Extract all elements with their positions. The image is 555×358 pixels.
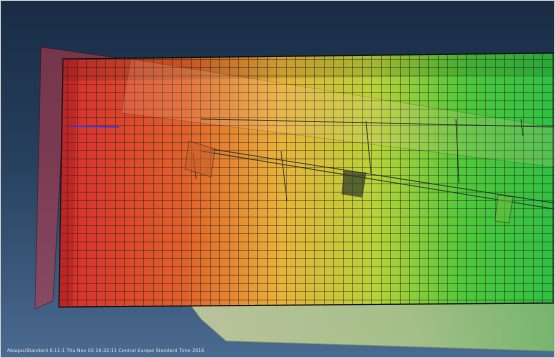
status-bar-text: Abaqus/Standard 6.11-1 Thu Nov 03 16:32:…: [7, 349, 205, 354]
end-plate: [59, 59, 77, 307]
bracket-boxes: [184, 140, 514, 224]
reference-line: [66, 125, 120, 128]
top-flange: [63, 53, 554, 81]
stiffeners: [192, 118, 554, 210]
beam-outline: [58, 52, 554, 308]
beam-mesh: [59, 53, 554, 307]
overlay-plate: [120, 58, 554, 168]
